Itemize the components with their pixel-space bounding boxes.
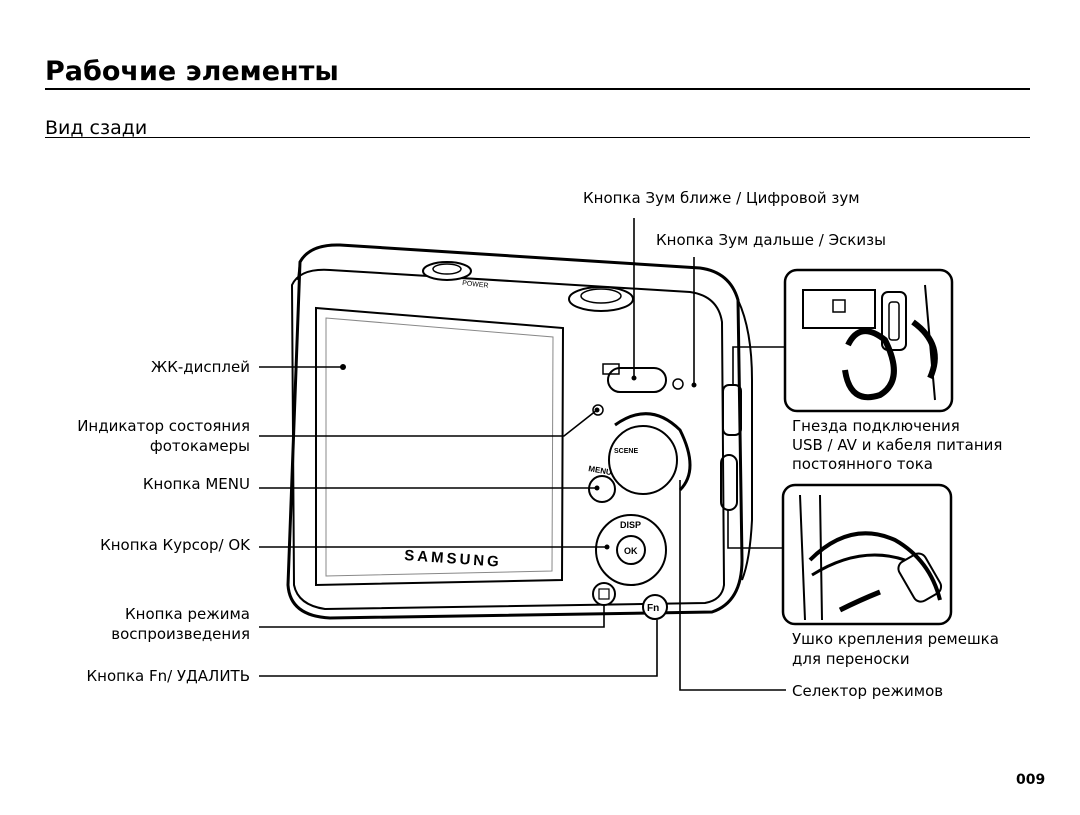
camera-body	[286, 243, 753, 620]
subtitle-divider	[45, 137, 1030, 138]
strap-inset	[781, 483, 953, 626]
menu-button	[588, 475, 616, 503]
menu-text: MENU	[588, 464, 613, 477]
ok-button	[616, 535, 646, 565]
fn-button	[642, 594, 668, 620]
label-playback-1: Кнопка режима	[125, 605, 250, 623]
strap-eyelet	[720, 454, 738, 511]
label-ports-1: Гнезда подключения	[792, 417, 960, 435]
status-led	[592, 404, 604, 416]
section-subtitle: Вид сзади	[45, 117, 148, 139]
scene-text: SCENE	[614, 448, 638, 455]
label-menu-button: Кнопка MENU	[142, 475, 250, 493]
callout-lines	[259, 218, 786, 691]
label-strap-1: Ушко крепления ремешка	[792, 630, 999, 648]
brand-text: SAMSUNG	[404, 547, 503, 571]
label-zoom-in: Кнопка Зум ближе / Цифровой зум	[583, 189, 860, 207]
mode-dial	[614, 412, 692, 492]
page-title: Рабочие элементы	[45, 56, 339, 87]
label-ports-2: USB / AV и кабеля питания	[792, 436, 1003, 454]
page-number: 009	[1016, 772, 1046, 788]
ports-inset	[783, 268, 954, 413]
zoom-rocker	[607, 367, 667, 393]
ok-text: OK	[624, 546, 638, 556]
label-mode-dial: Селектор режимов	[792, 682, 944, 700]
lcd-screen	[315, 306, 565, 587]
label-cursor-ok: Кнопка Курсор/ OK	[100, 536, 250, 554]
title-divider	[45, 88, 1030, 90]
label-zoom-out: Кнопка Зум дальше / Эскизы	[656, 231, 886, 249]
label-ports-3: постоянного тока	[792, 455, 933, 473]
zoom-out-icon	[672, 378, 684, 390]
label-fn-delete: Кнопка Fn/ УДАЛИТЬ	[86, 667, 251, 685]
port-cover	[722, 384, 742, 436]
label-strap-2: для переноски	[792, 650, 910, 668]
fn-text: Fn	[647, 603, 659, 614]
label-lcd: ЖК-дисплей	[151, 358, 250, 376]
label-status-1: Индикатор состояния	[77, 417, 250, 435]
disp-text: DISP	[620, 520, 641, 530]
shutter-button	[568, 286, 634, 312]
playback-button	[592, 582, 616, 606]
power-text: POWER	[462, 280, 489, 290]
label-status-2: фотокамеры	[149, 437, 250, 455]
label-playback-2: воспроизведения	[111, 625, 250, 643]
